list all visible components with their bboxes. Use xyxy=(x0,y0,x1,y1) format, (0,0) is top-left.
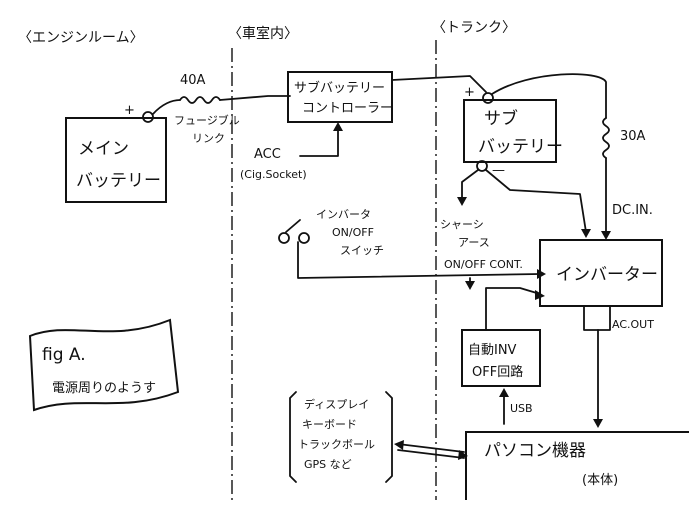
sub-battery-plus: + xyxy=(464,85,475,100)
fusible-link-label-1: フュージブル xyxy=(174,113,240,127)
arrow-acc xyxy=(333,122,343,131)
main-battery: メイン バッテリー + xyxy=(65,103,167,203)
peripheral-trackball: トラックボール xyxy=(298,438,375,451)
controller-label-1: サブバッテリー xyxy=(294,80,385,96)
switch-label-3: スイッチ xyxy=(340,244,384,257)
pc-label: パソコン機器 xyxy=(484,441,586,461)
main-battery-label-1: メイン xyxy=(78,139,129,159)
arrow-cont-marker xyxy=(465,281,475,290)
wire-main-to-controller xyxy=(152,99,181,115)
sub-battery-controller: サブバッテリー コントローラー xyxy=(287,71,393,123)
wire-ac-out-1 xyxy=(583,305,599,331)
fig-caption: 電源周りのようす xyxy=(52,381,156,396)
wire-subbattery-to-fuse xyxy=(491,73,607,119)
arrow-dc-in xyxy=(601,231,611,240)
inverter-switch: インバータ ON/OFF スイッチ xyxy=(278,208,384,257)
fuse-30a-label: 30A xyxy=(620,129,646,144)
acc-socket-label: (Cig.Socket) xyxy=(240,168,307,181)
usb-label: USB xyxy=(510,402,533,415)
switch-label-1: インバータ xyxy=(316,208,371,221)
sub-battery-label-2: バッテリー xyxy=(478,137,563,157)
fig-label: fig A. xyxy=(42,345,86,365)
acc-label: ACC xyxy=(254,147,281,162)
pc-body-label: (本体) xyxy=(582,473,618,488)
inverter: インバーター xyxy=(539,239,663,307)
wire-fuse-to-controller xyxy=(219,95,291,101)
arrow-peripheral-right xyxy=(458,450,468,460)
section-trunk: 〈トランク〉 xyxy=(432,20,516,36)
sub-battery-label-1: サブ xyxy=(484,108,518,129)
main-battery-label-2: バッテリー xyxy=(76,171,161,191)
arrow-switch-to-inverter xyxy=(537,269,546,279)
on-off-cont-label: ON/OFF CONT. xyxy=(444,258,523,271)
section-engine-room: 〈エンジンルーム〉 xyxy=(18,30,144,46)
sub-battery: サブ バッテリー + — xyxy=(463,85,563,178)
wire-switch-to-inverter xyxy=(297,241,541,279)
peripherals: ディスプレイ キーボード トラックボール GPS など xyxy=(289,391,393,483)
pc-equipment: パソコン機器 (本体) xyxy=(465,431,689,500)
controller-label-2: コントローラー xyxy=(302,101,393,116)
wire-acc-to-controller xyxy=(299,127,339,157)
peripheral-gps: GPS など xyxy=(304,458,352,471)
section-cabin: 〈車室内〉 xyxy=(228,25,298,42)
wire-subbattery-minus xyxy=(485,169,587,233)
arrow-auto-inv xyxy=(535,290,545,300)
chassis-ground-label-2: アース xyxy=(458,236,490,249)
inverter-label: インバーター xyxy=(556,265,658,285)
fusible-link-label-2: リンク xyxy=(192,132,225,145)
wire-auto-inv-to-inverter xyxy=(485,287,541,331)
arrow-ground xyxy=(457,197,467,206)
chassis-ground-label-1: シャーシ xyxy=(440,218,484,231)
ac-out-label: AC.OUT xyxy=(612,318,654,331)
arrow-minus-to-inverter xyxy=(581,229,591,238)
auto-inv-label-2: OFF回路 xyxy=(472,364,523,380)
wire-controller-to-subbattery xyxy=(391,75,487,93)
arrow-usb xyxy=(499,388,509,397)
figure-note: fig A. 電源周りのようす xyxy=(28,318,180,412)
fusible-link-symbol xyxy=(179,96,221,104)
dc-in-label: DC.IN. xyxy=(612,203,653,218)
switch-label-2: ON/OFF xyxy=(332,226,374,239)
wire-peripherals-to-pc xyxy=(397,443,465,453)
arrow-peripheral-left xyxy=(394,440,404,450)
main-battery-plus: + xyxy=(124,103,135,118)
fuse-30a-symbol xyxy=(602,117,610,159)
fuse-40a-label: 40A xyxy=(180,73,206,88)
auto-inv-off-circuit: 自動INV OFF回路 xyxy=(461,329,541,387)
auto-inv-label-1: 自動INV xyxy=(468,343,517,358)
wire-ac-out-2 xyxy=(597,305,611,331)
arrow-ac-out xyxy=(593,419,603,428)
wire-chassis-ground xyxy=(461,169,479,201)
wire-peripherals-to-pc-2 xyxy=(397,449,465,459)
sub-battery-minus: — xyxy=(492,163,505,178)
peripheral-display: ディスプレイ xyxy=(304,397,369,411)
peripheral-keyboard: キーボード xyxy=(302,418,357,431)
